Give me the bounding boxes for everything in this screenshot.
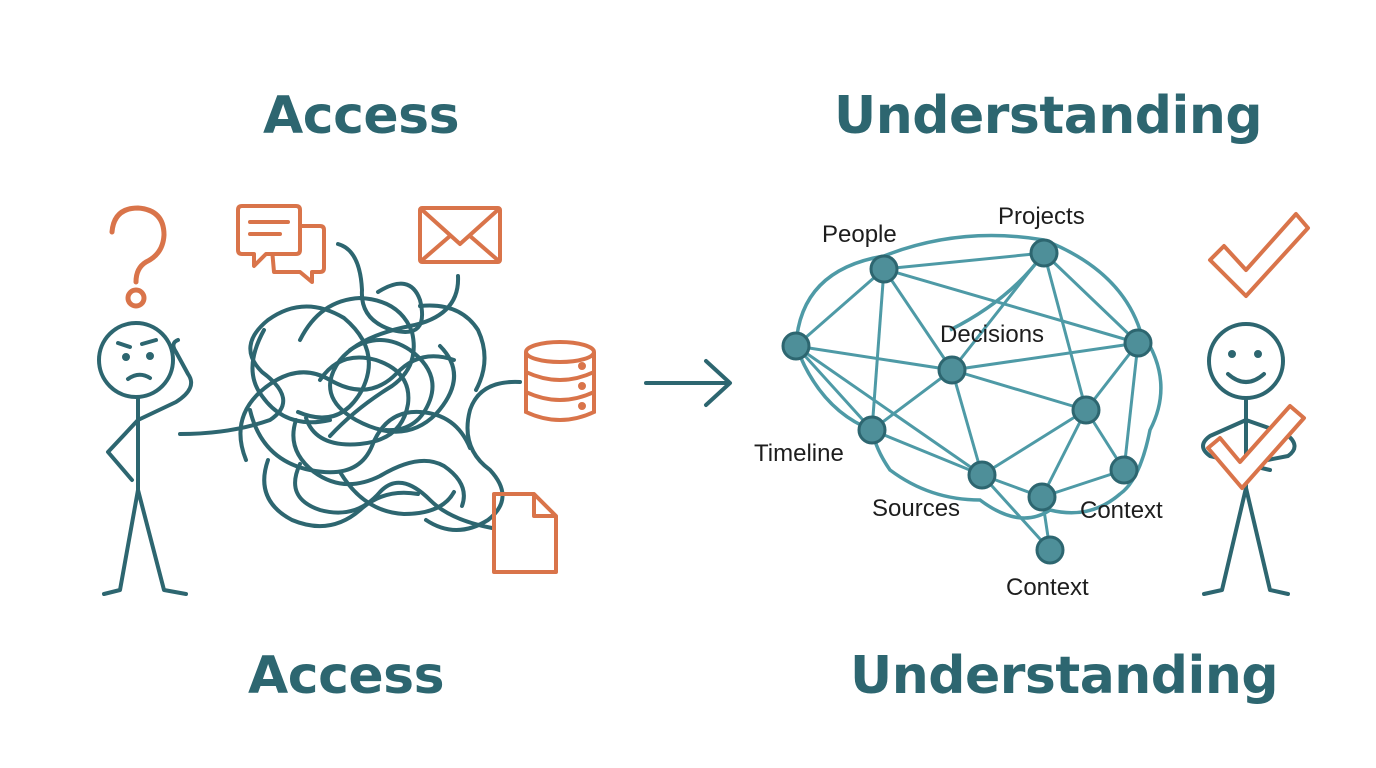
knowledge-graph-nodes — [781, 238, 1153, 565]
node-sources — [967, 460, 997, 490]
label-timeline: Timeline — [754, 440, 844, 467]
node-context-right — [1109, 455, 1139, 485]
checkmark-icon — [1208, 212, 1310, 298]
label-people: People — [822, 221, 897, 248]
heading-access-bottom: Access — [248, 646, 445, 706]
document-icon — [492, 492, 558, 574]
node-center-right — [1071, 395, 1101, 425]
confused-stick-figure — [97, 321, 193, 596]
label-decisions: Decisions — [940, 321, 1044, 348]
heading-understanding-top: Understanding — [834, 86, 1263, 146]
tangled-threads — [178, 242, 522, 532]
node-decisions — [937, 355, 967, 385]
arrow-right-icon — [644, 359, 732, 407]
node-projects — [1029, 238, 1059, 268]
database-icon — [524, 340, 596, 422]
node-timeline — [857, 415, 887, 445]
node-people — [869, 254, 899, 284]
heading-access-top: Access — [263, 86, 460, 146]
node-left — [781, 331, 811, 361]
node-context-inner — [1027, 482, 1057, 512]
label-sources: Sources — [872, 495, 960, 522]
question-mark-icon — [109, 205, 167, 309]
label-context-right: Context — [1080, 497, 1163, 524]
heading-understanding-bottom: Understanding — [850, 646, 1279, 706]
knowledge-graph-labels: People Projects Decisions Timeline Sourc… — [754, 203, 1163, 601]
label-projects: Projects — [998, 203, 1085, 230]
checkmark-icon-small — [1206, 404, 1306, 490]
label-context-bottom: Context — [1006, 574, 1089, 601]
chat-bubbles-icon — [236, 204, 326, 284]
node-context-bottom — [1035, 535, 1065, 565]
node-right — [1123, 328, 1153, 358]
envelope-icon — [418, 206, 502, 264]
